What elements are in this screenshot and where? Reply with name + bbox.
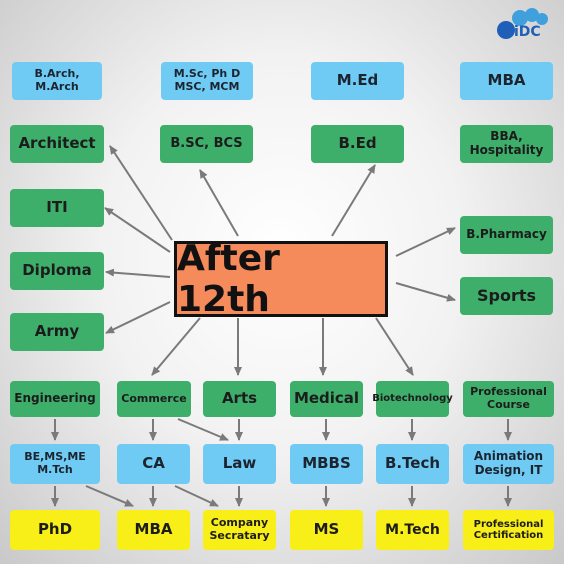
arrow-be-to-mba — [85, 485, 134, 507]
node-animation-design: Animation Design, IT — [463, 444, 554, 484]
node-architect: Architect — [10, 125, 104, 163]
node-arts: Arts — [203, 381, 276, 417]
arrow-to-diploma — [105, 268, 171, 278]
arrow-ca-to-company — [174, 485, 219, 507]
node-bpharmacy: B.Pharmacy — [460, 216, 553, 254]
arrow-to-iti — [104, 207, 171, 253]
node-mba-bottom: MBA — [117, 510, 190, 550]
node-iti: ITI — [10, 189, 104, 227]
node-ms: MS — [290, 510, 363, 550]
node-btech: B.Tech — [376, 444, 449, 484]
node-biotechnology: Biotechnology — [372, 381, 453, 417]
node-barch-march: B.Arch, M.Arch — [12, 62, 102, 100]
arrow-to-bsc — [199, 169, 239, 237]
node-ca: CA — [117, 444, 190, 484]
node-professional-certification: Professional Certification — [463, 510, 554, 550]
arrow-to-army — [105, 301, 171, 334]
logo-text: iDC — [514, 24, 541, 40]
arrow-to-bpharmacy — [395, 227, 456, 257]
arrow-to-biotechnology — [375, 317, 414, 376]
node-company-secretary: Company Secratary — [203, 510, 276, 550]
node-sports: Sports — [460, 277, 553, 315]
node-mbbs: MBBS — [290, 444, 363, 484]
node-engineering: Engineering — [10, 381, 100, 417]
node-bsc-bcs: B.SC, BCS — [160, 125, 253, 163]
node-law: Law — [203, 444, 276, 484]
node-medical: Medical — [290, 381, 363, 417]
node-professional-course: Professional Course — [463, 381, 554, 417]
node-phd: PhD — [10, 510, 100, 550]
node-be-ms-me: BE,MS,ME M.Tch — [10, 444, 100, 484]
node-commerce: Commerce — [117, 381, 191, 417]
node-msc-phd: M.Sc, Ph D MSC, MCM — [161, 62, 253, 100]
arrow-commerce-to-law — [177, 418, 229, 441]
arrow-to-architect — [109, 145, 173, 241]
node-bba-hospitality: BBA, Hospitality — [460, 125, 553, 163]
node-army: Army — [10, 313, 104, 351]
node-med: M.Ed — [311, 62, 404, 100]
node-diploma: Diploma — [10, 252, 104, 290]
node-mtech: M.Tech — [376, 510, 449, 550]
arrow-to-bed — [331, 164, 376, 237]
node-mba-top: MBA — [460, 62, 553, 100]
center-node-after-12th: After 12th — [174, 238, 388, 320]
idc-logo: iDC — [494, 6, 554, 50]
arrow-to-sports — [395, 282, 456, 302]
node-bed: B.Ed — [311, 125, 404, 163]
logo-cloud-icon — [497, 8, 548, 39]
arrow-to-commerce — [151, 317, 201, 376]
